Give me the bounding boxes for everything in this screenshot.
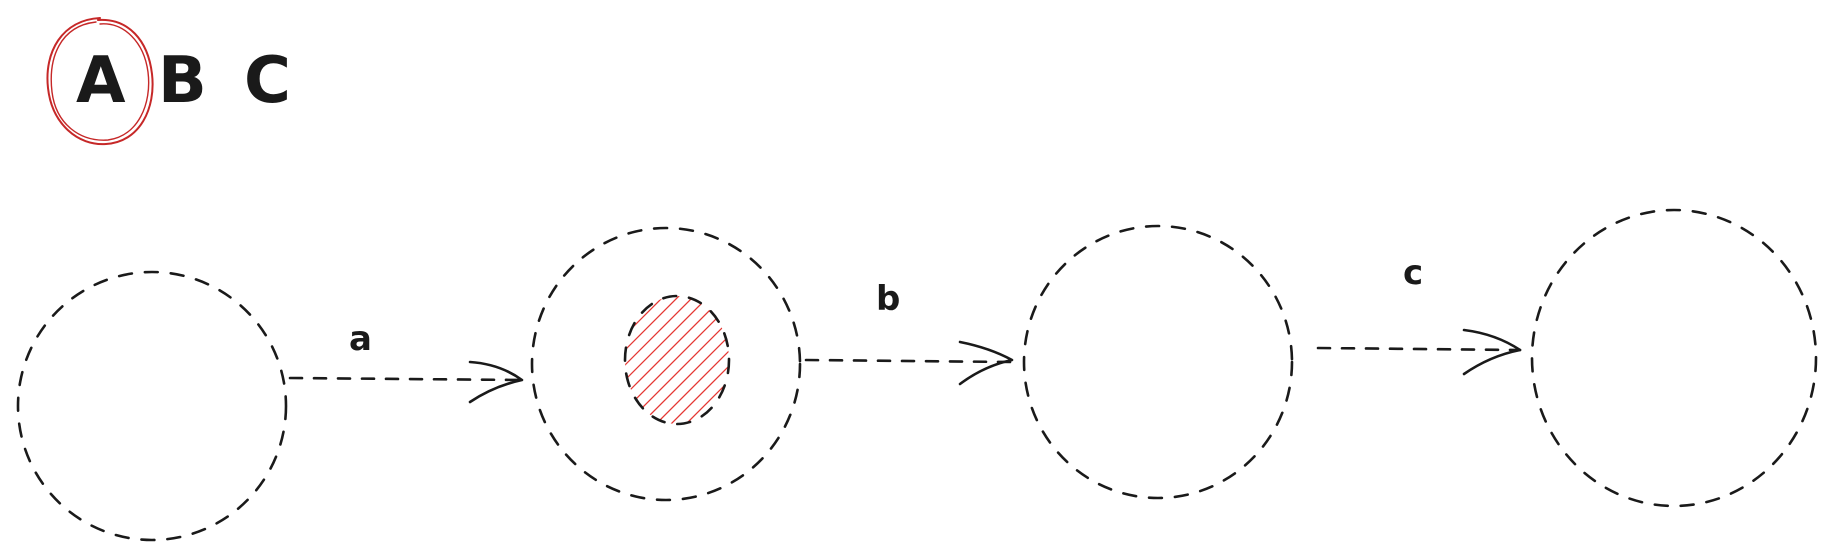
edge-c-arrowhead <box>1462 328 1522 376</box>
letter-a: A <box>76 44 126 118</box>
edge-label-c: c <box>1403 253 1423 293</box>
edge-label-b: b <box>876 279 900 319</box>
edge-b-line <box>804 358 1014 364</box>
state-node-3 <box>1022 224 1294 500</box>
state-node-2 <box>530 226 802 502</box>
state-node-2-outer <box>530 226 802 502</box>
edge-label-a: a <box>349 319 372 359</box>
edge-c-line <box>1316 346 1522 352</box>
state-node-1 <box>16 270 288 542</box>
edge-c: c <box>1316 253 1522 376</box>
edge-a: a <box>288 319 524 404</box>
letter-c: C <box>244 44 291 118</box>
edge-b-arrowhead <box>958 340 1014 386</box>
edge-b: b <box>804 279 1014 386</box>
edge-a-line <box>288 376 524 382</box>
letter-a-highlight-circle <box>46 17 154 146</box>
state-node-2-inner <box>623 294 731 426</box>
letter-b: B <box>158 44 207 118</box>
letter-row: A B C <box>76 44 291 118</box>
edge-a-arrowhead <box>468 360 524 404</box>
state-node-4-blue <box>1530 208 1818 508</box>
